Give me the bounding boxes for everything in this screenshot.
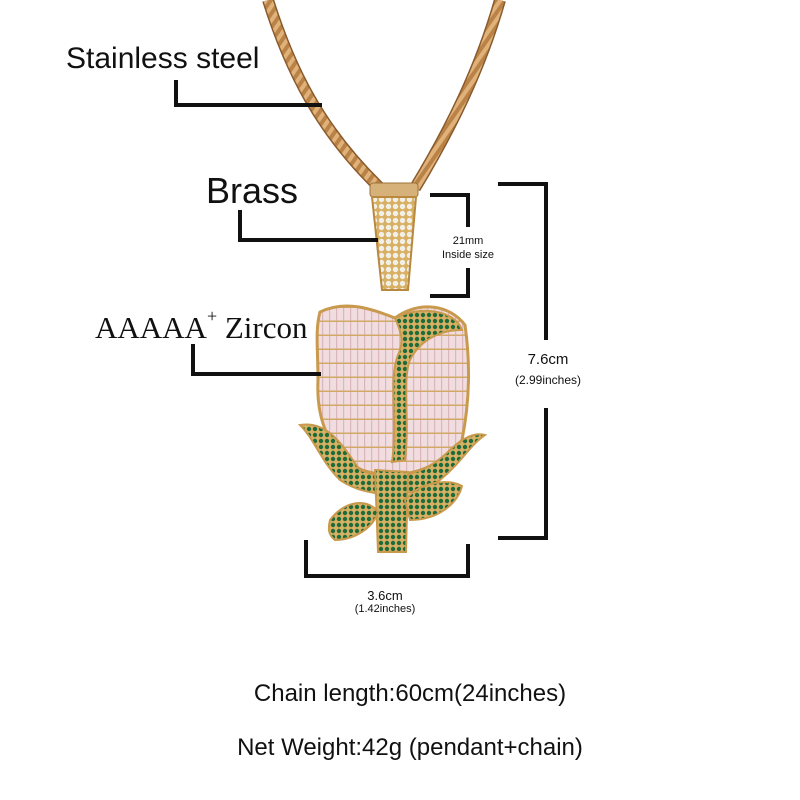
stone-grade-plus: + [206,306,218,326]
leader-line [174,80,178,106]
height-label: 7.6cm (2.99inches) [496,350,600,390]
width-value: 3.6cm [367,588,403,603]
bracket-top [498,182,548,186]
leader-line [174,103,322,107]
leader-line [191,372,321,376]
bail-inside-size-label: 21mm Inside size [436,234,500,262]
bracket-bottom [430,294,470,298]
height-value: 7.6cm [527,351,569,368]
bracket-top [430,193,470,197]
label-stainless-steel: Stainless steel [66,42,260,75]
leader-line [238,210,242,242]
leader-line [238,238,378,242]
bracket-right-lower [466,268,470,298]
label-zircon: AAAAA+ Zircon [95,306,308,346]
width-imperial: (1.42inches) [354,603,416,615]
bracket-left [304,540,308,578]
stone-grade: AAAAA [95,310,207,345]
chain-length-spec: Chain length:60cm(24inches) [253,680,567,707]
height-imperial: (2.99inches) [514,373,582,387]
bracket-right-lower [544,408,548,540]
leader-line [191,344,195,376]
bracket-right-upper [544,182,548,340]
bail-size-value: 21mm [452,235,484,247]
bracket-bottom [498,536,548,540]
width-label: 3.6cm (1.42inches) [330,588,440,615]
bracket-right-upper [466,193,470,227]
net-weight-spec: Net Weight:42g (pendant+chain) [237,734,583,761]
stone-type: Zircon [224,310,308,345]
bail-size-caption: Inside size [442,249,494,261]
rope-chain [262,0,506,193]
bracket-bottom [304,574,470,578]
bail [369,182,419,291]
rose-pendant [297,304,488,553]
bracket-right [466,544,470,578]
label-brass: Brass [206,170,299,211]
